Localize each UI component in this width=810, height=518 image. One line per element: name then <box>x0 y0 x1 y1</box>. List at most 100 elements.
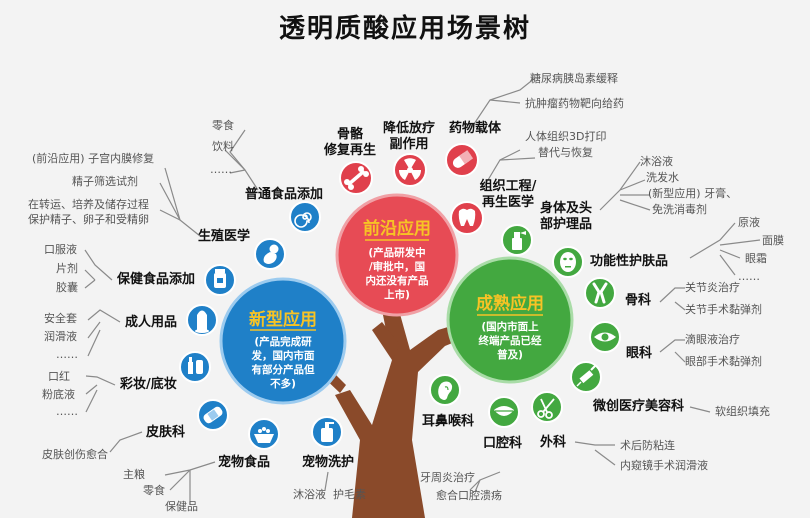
frontier-node-label: 修复再生 <box>323 142 376 158</box>
mature-node-label: 功能性护肤品 <box>590 253 668 269</box>
frontier-desc-2: /审批中，国 <box>369 260 425 273</box>
frontier-node-radiation: 降低放疗 副作用 <box>383 120 435 187</box>
new-node-label: 皮肤科 <box>145 424 185 440</box>
new-node-pet-food: 宠物食品 <box>218 418 280 470</box>
frontier-node-tissue: 组织工程/ 再生医学 <box>450 178 537 235</box>
new-desc-2: 发，国内市面 <box>251 349 315 362</box>
mature-node-label: 骨科 <box>625 292 651 308</box>
mature-leaf: 关节手术黏弹剂 <box>685 302 762 316</box>
new-leaf: 饮料 <box>212 139 234 153</box>
mature-leaf: 关节炎治疗 <box>685 280 740 294</box>
new-node-pet-wash: 宠物洗护 <box>302 416 354 470</box>
mature-leaf: 术后防粘连 <box>620 438 675 452</box>
mature-leaf: 愈合口腔溃疡 <box>436 488 502 502</box>
new-node-label: 生殖医学 <box>198 228 250 244</box>
scissors-icon <box>537 398 555 419</box>
new-leaf: 片剂 <box>56 261 78 275</box>
mature-leaf: 内窥镜手术润滑液 <box>620 458 708 472</box>
new-leaf: 口服液 <box>44 242 77 256</box>
mature-node-ent: 耳鼻喉科 <box>422 374 474 429</box>
new-node-derm: 皮肤科 <box>145 399 229 440</box>
mature-leaf: 眼霜 <box>745 252 767 265</box>
frontier-node-drug-carrier: 药物载体 <box>445 120 502 177</box>
syringe-icon <box>576 365 596 387</box>
mature-leaf: 牙周炎治疗 <box>420 470 475 484</box>
frontier-desc-4: 上市) <box>384 288 410 301</box>
frontier-node-label: 药物载体 <box>449 120 502 136</box>
frontier-desc-3: 内还没有产品 <box>366 274 429 287</box>
new-leaf: 精子筛选试剂 <box>72 174 138 188</box>
new-node-food: 普通食品添加 <box>245 186 323 233</box>
mature-node-label: 口腔科 <box>483 435 522 451</box>
mature-node-skincare: 功能性护肤品 <box>552 246 668 278</box>
spray-bottle-icon <box>512 231 526 250</box>
mature-leaf: 原液 <box>738 215 760 229</box>
pill-icon <box>452 150 474 168</box>
frontier-title: 前沿应用 <box>363 218 431 239</box>
new-leaf: 主粮 <box>123 467 145 481</box>
mature-node-orthopedics: 骨科 <box>584 277 651 309</box>
mouth-icon <box>494 406 514 416</box>
mature-leaf: (新型应用) 牙膏、 <box>648 186 737 200</box>
frontier-node-label: 骨骼 <box>337 126 364 142</box>
frontier-leaf: 糖尿病胰岛素缓释 <box>530 71 618 85</box>
mature-leaf: 面膜 <box>762 234 784 247</box>
new-leaf: 零食 <box>143 483 165 497</box>
new-leaf: 润滑液 <box>44 329 77 343</box>
frontier-desc-1: (产品研发中 <box>368 246 425 259</box>
frontier-circle: 前沿应用 (产品研发中 /审批中，国 内还没有产品 上市) <box>335 193 459 317</box>
connector-lines <box>84 77 761 505</box>
mature-node-ophthalmology: 眼科 <box>589 321 652 361</box>
mature-node-aesthetics: 微创医疗美容科 <box>570 361 684 414</box>
new-desc-3: 有部分产品但 <box>252 363 315 376</box>
new-node-label: 彩妆/底妆 <box>119 376 177 392</box>
new-desc-4: 不多) <box>270 377 296 390</box>
mature-node-label: 部护理品 <box>540 216 592 232</box>
new-leaf: …… <box>56 405 78 418</box>
mature-desc-2: 终端产品已经 <box>479 334 542 347</box>
fetus-icon <box>263 244 279 264</box>
new-leaf: 护毛素 <box>333 487 366 501</box>
new-node-label: 宠物食品 <box>218 454 270 470</box>
new-node-supplement: 保健食品添加 <box>116 264 236 296</box>
new-leaf: 粉底液 <box>42 387 75 401</box>
spiral-icon <box>294 212 312 228</box>
face-mask-icon <box>560 252 576 272</box>
mature-node-dental: 口腔科 <box>483 396 522 451</box>
new-leaf: …… <box>210 163 232 176</box>
mature-node-surgery: 外科 <box>531 391 566 450</box>
bandage-icon <box>203 406 223 424</box>
frontier-leaf: 替代与恢复 <box>538 145 593 159</box>
frontier-leaf: 人体组织3D打印 <box>525 129 606 143</box>
new-node-adult: 成人用品 <box>125 304 218 336</box>
new-leaf: 在转运、培养及储存过程 <box>28 197 149 211</box>
new-title: 新型应用 <box>249 309 317 330</box>
knee-joint-icon <box>592 282 608 304</box>
cosmetics-icon <box>188 357 203 374</box>
mature-title: 成熟应用 <box>476 293 544 314</box>
mature-leaf: 眼部手术黏弹剂 <box>685 354 762 368</box>
new-leaf: 保健品 <box>165 499 198 513</box>
new-node-reproductive: 生殖医学 <box>198 228 286 270</box>
mature-desc-3: 普及) <box>497 348 523 361</box>
new-node-label: 成人用品 <box>125 314 177 330</box>
frontier-node-label: 降低放疗 <box>383 120 435 136</box>
radiation-icon <box>398 158 422 180</box>
mature-leaf: 软组织填充 <box>715 404 770 418</box>
new-leaf: (前沿应用) 子宫内膜修复 <box>32 151 154 165</box>
mature-node-label: 身体及头 <box>540 200 592 216</box>
new-leaf: 沐浴液 <box>293 487 326 501</box>
new-leaf: 安全套 <box>44 311 77 325</box>
new-leaf: 口红 <box>48 370 70 383</box>
pet-bowl-icon <box>254 427 274 443</box>
new-desc-1: (产品完成研 <box>254 335 312 348</box>
frontier-node-bone: 骨骼 修复再生 <box>323 126 376 195</box>
frontier-leaf: 抗肿瘤药物靶向给药 <box>525 96 624 110</box>
mature-node-label: 耳鼻喉科 <box>422 413 474 429</box>
bone-icon <box>344 166 369 190</box>
condom-icon <box>195 310 209 333</box>
frontier-node-label: 组织工程/ <box>480 178 537 194</box>
new-leaf: 胶囊 <box>56 280 78 294</box>
eye-icon <box>594 332 616 342</box>
